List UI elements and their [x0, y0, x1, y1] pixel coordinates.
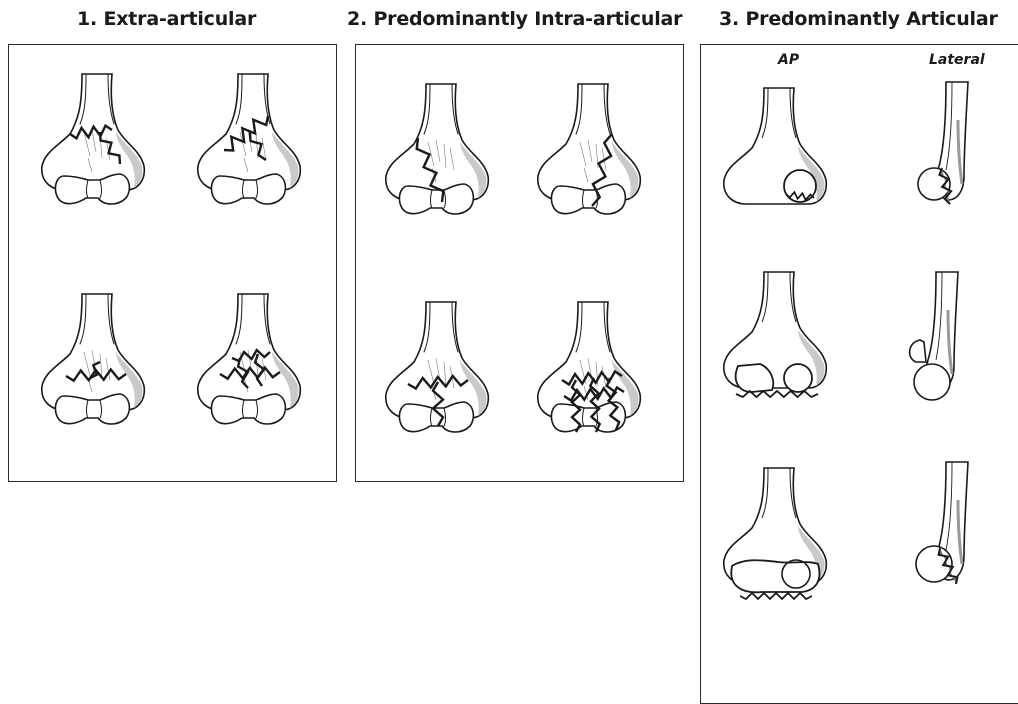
capitellum-trochlea-fracture-ap: [722, 270, 832, 430]
ap-fracture-comminuted-metaphyseal: [196, 292, 306, 452]
capitellum-fracture-ap: [722, 86, 832, 246]
heading-extra-articular: 1. Extra-articular: [77, 8, 256, 30]
capitellum-trochlea-fracture-lateral: [902, 270, 972, 420]
ap-fracture-medial-condyle: [536, 82, 646, 242]
ap-fracture-high-transverse: [196, 72, 306, 232]
heading-intra-articular: 2. Predominantly Intra-articular: [347, 8, 682, 30]
ap-fracture-t-type: [384, 300, 494, 460]
ap-fracture-low-transverse: [40, 72, 150, 232]
view-label-ap: AP: [778, 52, 799, 68]
ap-fracture-lateral-condyle: [384, 82, 494, 242]
ap-fracture-transverse: [40, 292, 150, 452]
ap-fracture-comminuted-articular: [536, 300, 646, 460]
heading-articular: 3. Predominantly Articular: [719, 8, 998, 30]
view-label-lateral: Lateral: [929, 52, 985, 68]
articular-surface-shear-fracture-ap: [722, 466, 832, 626]
articular-surface-shear-fracture-lateral: [912, 460, 982, 610]
capitellum-fracture-lateral: [912, 80, 982, 230]
